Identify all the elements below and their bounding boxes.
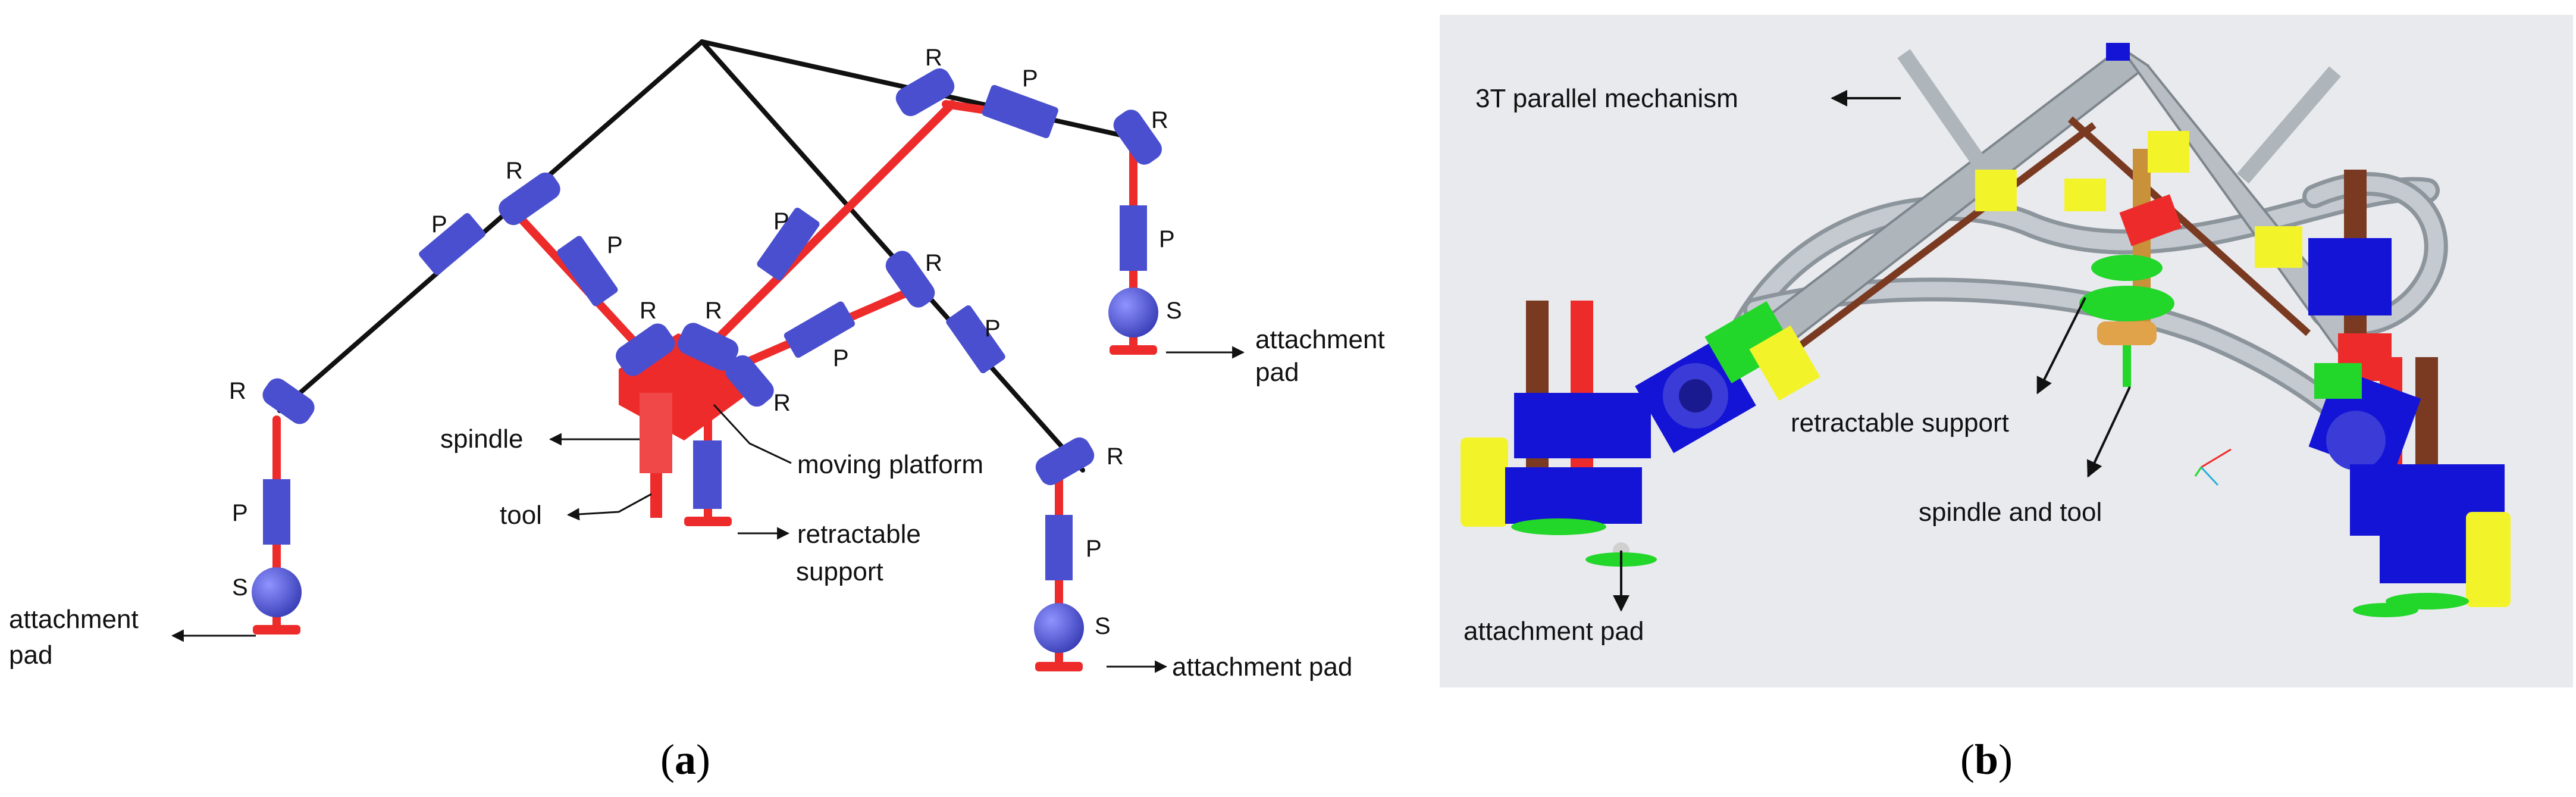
axis-triad-icon bbox=[2194, 448, 2232, 486]
left-leg-assembly bbox=[1461, 301, 1820, 567]
joint-label: P bbox=[773, 208, 789, 235]
render-background bbox=[1440, 15, 2573, 687]
central-spindle-support bbox=[1975, 131, 2302, 387]
joints bbox=[262, 68, 1162, 580]
mechanism-label: 3T parallel mechanism bbox=[1475, 84, 1738, 113]
joint-label: R bbox=[640, 298, 657, 324]
joint-labels: R P S P R P R R R P P R P R P R P S R P … bbox=[229, 45, 1182, 639]
joint-label: P bbox=[431, 211, 447, 237]
joint-label: R bbox=[229, 378, 246, 404]
attachment-pad-label: attachment bbox=[1255, 325, 1385, 354]
render-annotation-labels: 3T parallel mechanism retractable suppor… bbox=[1464, 84, 2102, 646]
moving-platform-label: moving platform bbox=[797, 450, 983, 479]
joint-label: S bbox=[232, 574, 248, 601]
tool-label: tool bbox=[500, 501, 542, 530]
joint-label: R bbox=[773, 390, 791, 416]
retractable-support-body bbox=[693, 440, 722, 509]
joint-label: P bbox=[232, 500, 248, 526]
joint-label: R bbox=[925, 45, 942, 71]
joint-label: R bbox=[1107, 443, 1124, 470]
joint-label: R bbox=[925, 250, 942, 276]
right-leg-assembly bbox=[2308, 170, 2511, 617]
panel-b-cad-render: 3T parallel mechanism retractable suppor… bbox=[1440, 15, 2573, 783]
spherical-joints bbox=[252, 287, 1158, 653]
joint-label: P bbox=[1086, 536, 1102, 562]
attachment-pad-label: pad bbox=[9, 640, 52, 670]
annotation-labels: spindle tool moving platform retractable… bbox=[9, 325, 1385, 682]
render-annotation-arrows bbox=[1613, 90, 2131, 612]
tool-shank bbox=[650, 473, 662, 518]
spindle-label: spindle bbox=[440, 424, 523, 454]
joint-label: S bbox=[1166, 298, 1182, 324]
joint-label: P bbox=[985, 315, 1001, 342]
joint-label: S bbox=[1095, 613, 1111, 639]
spindle-tool-label: spindle and tool bbox=[1919, 498, 2102, 527]
retractable-support-label: retractable support bbox=[1791, 408, 2009, 437]
attachment-pad-label: attachment pad bbox=[1172, 652, 1352, 682]
joint-label: P bbox=[833, 345, 849, 371]
joint-label: P bbox=[607, 232, 623, 258]
attachment-pads bbox=[253, 345, 1157, 671]
retractable-support-label: support bbox=[796, 557, 883, 586]
attachment-pad-label: attachment pad bbox=[1464, 617, 1644, 646]
joint-label: R bbox=[506, 158, 523, 184]
panel-a-caption: (a) bbox=[660, 736, 710, 783]
retractable-support-label: retractable bbox=[797, 520, 921, 549]
panel-b-caption: (b) bbox=[1960, 736, 2013, 783]
attachment-pad-label: pad bbox=[1255, 358, 1299, 387]
annotation-arrows bbox=[171, 346, 1245, 673]
joint-label: R bbox=[1151, 107, 1168, 133]
joint-label: P bbox=[1159, 226, 1175, 252]
attachment-pad-label: attachment bbox=[9, 605, 139, 634]
spindle-body bbox=[640, 393, 672, 473]
joint-label: R bbox=[705, 298, 722, 324]
panel-a-kinematic-diagram: R P S P R P R R R P P R P R P R P S R P … bbox=[9, 39, 1385, 783]
joint-label: P bbox=[1022, 65, 1038, 92]
